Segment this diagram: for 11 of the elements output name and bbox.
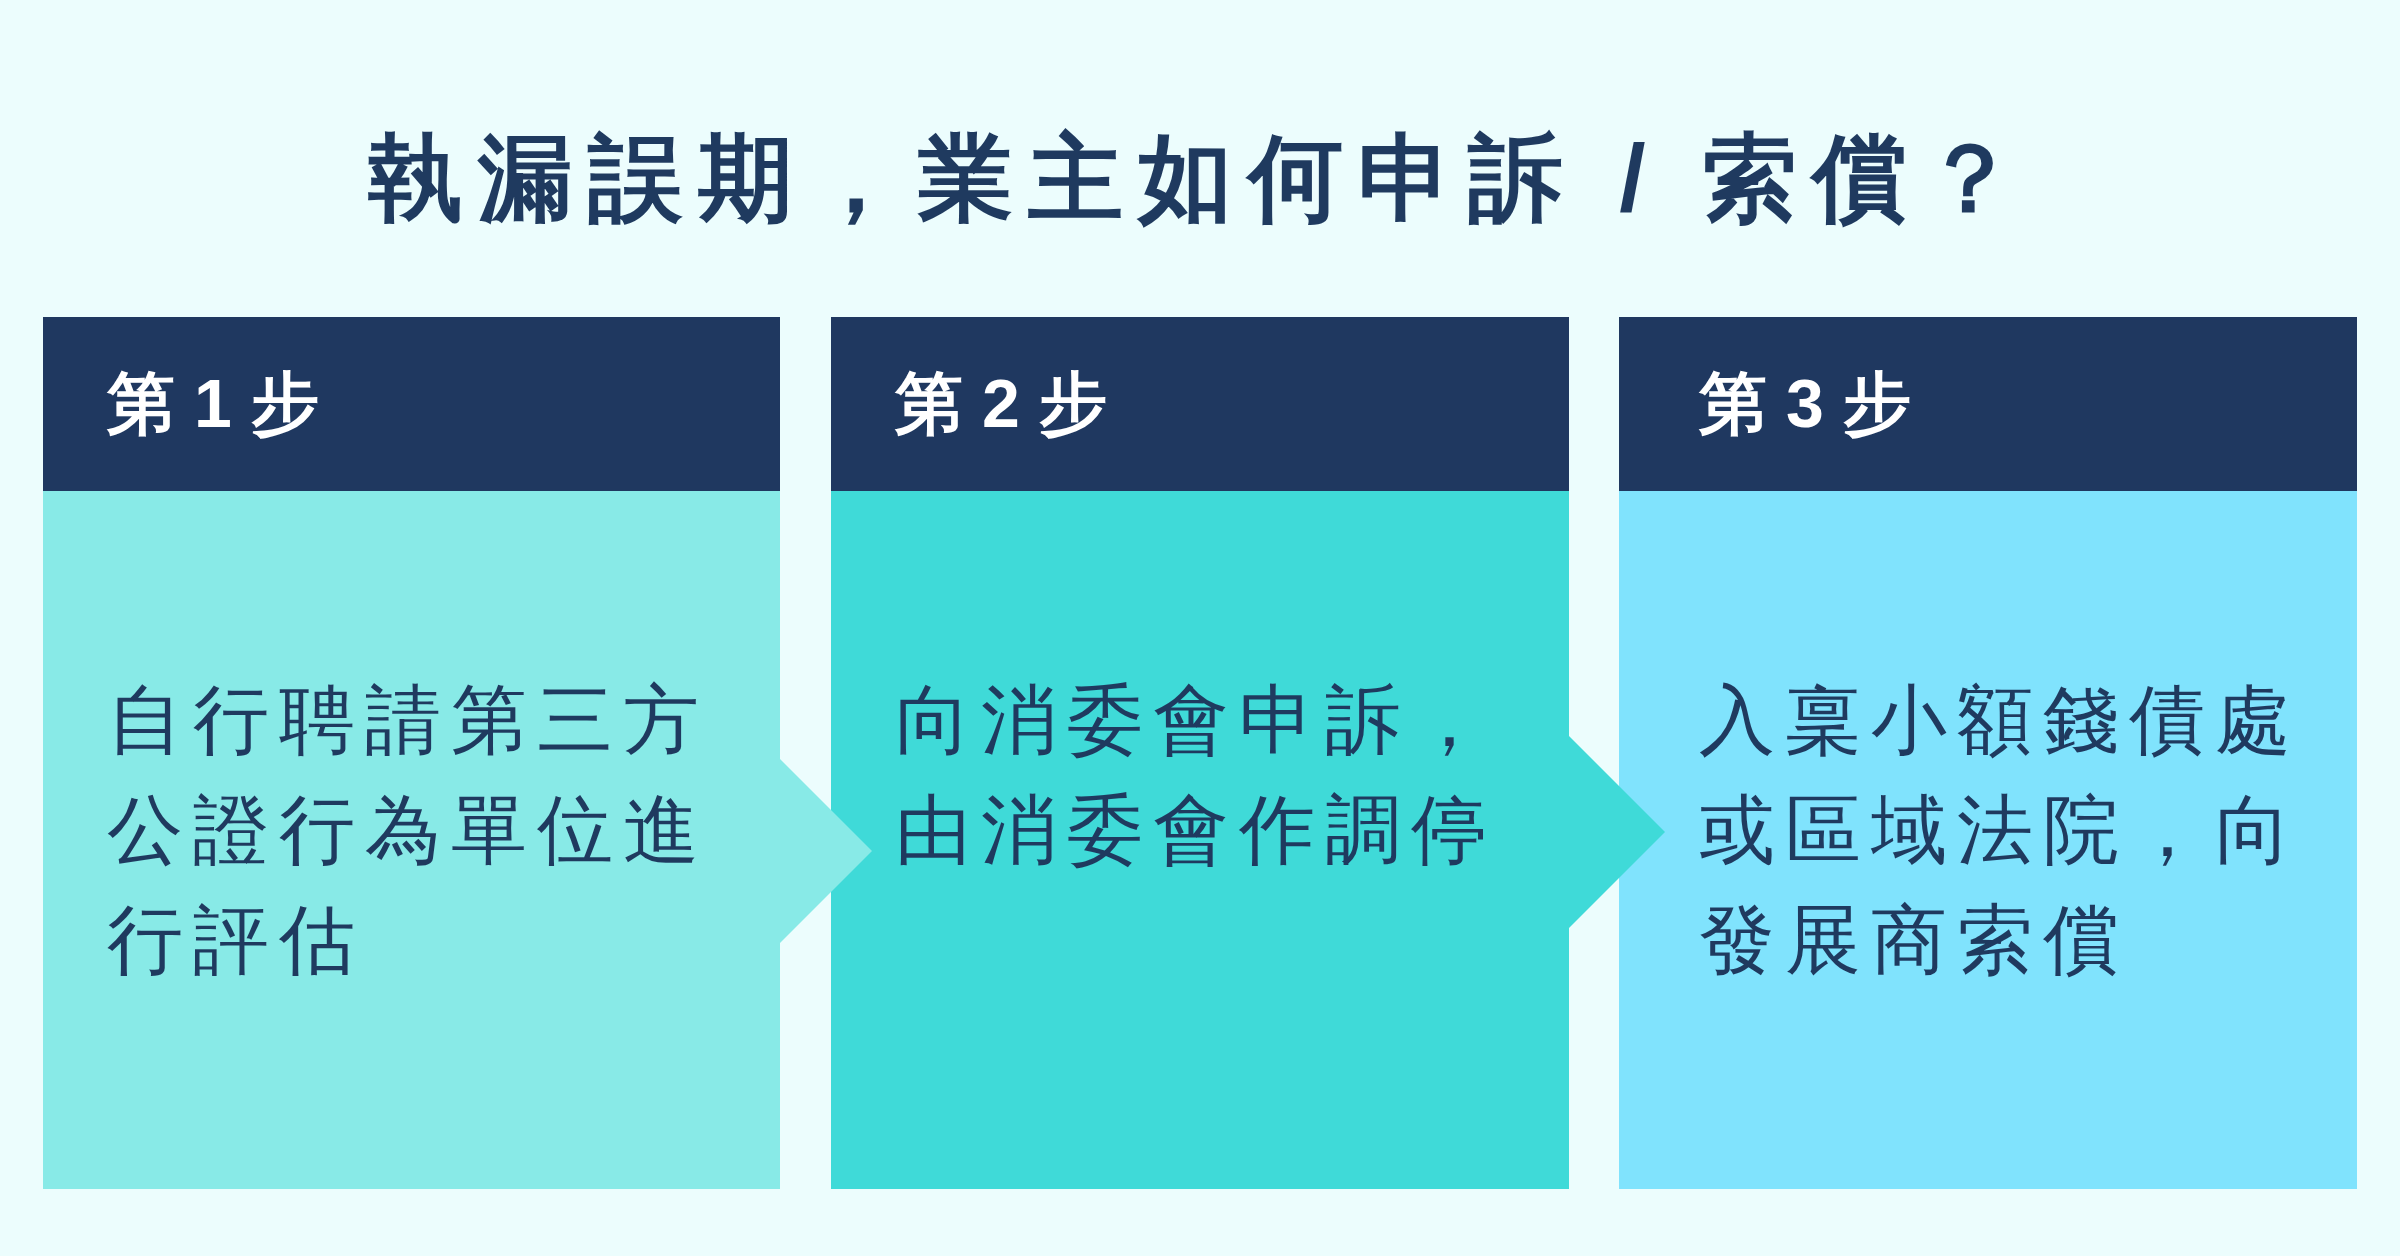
step-heading: 第 2 步	[895, 364, 1107, 444]
step-card	[1619, 317, 2357, 1189]
step-card	[831, 317, 1569, 1189]
step-heading: 第 3 步	[1699, 364, 1911, 444]
step-heading: 第 1 步	[107, 364, 319, 444]
chevron-arrow	[1569, 736, 1665, 928]
step-description: 入稟小額錢債處或區域法院，向發展商索償	[1699, 676, 2302, 984]
step-description: 自行聘請第三方公證行為單位進行評估	[107, 676, 710, 984]
diagram-title: 執漏誤期，業主如何申訴 / 索償？	[367, 124, 2033, 233]
step-description: 向消委會申訴，由消委會作調停	[895, 676, 1498, 874]
step-card	[43, 317, 780, 1189]
